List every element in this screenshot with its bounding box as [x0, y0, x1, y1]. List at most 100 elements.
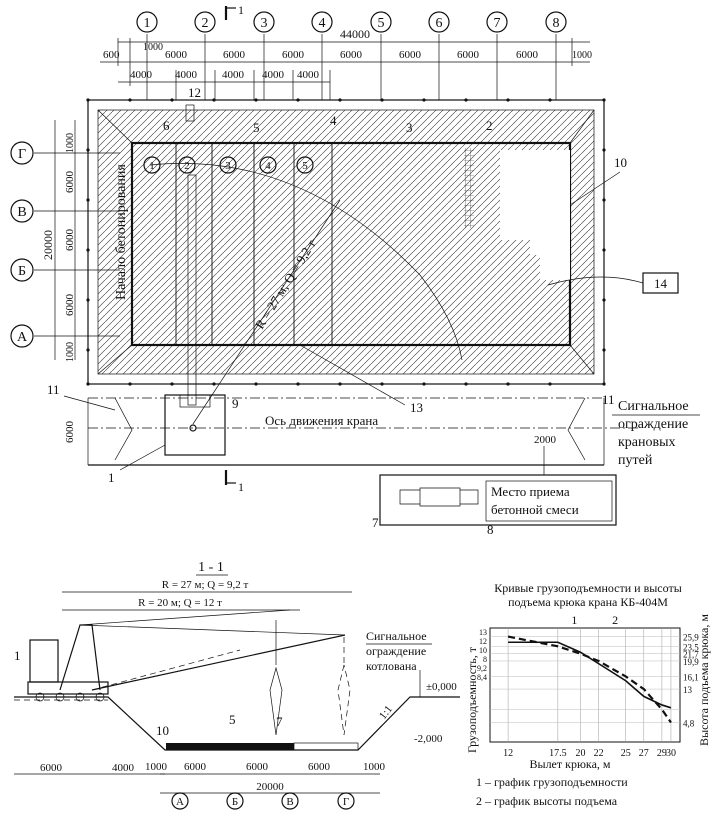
- level-top: ±0,000: [426, 681, 457, 693]
- section-dim-1000a: 1000: [145, 761, 168, 773]
- axis-A: А: [10, 324, 34, 348]
- svg-text:6000: 6000: [399, 49, 422, 61]
- crane-track: Ось движения крана 6000 2000: [64, 394, 640, 475]
- axis-3: 3: [253, 11, 275, 33]
- bottom-dim-2000: 2000: [534, 434, 557, 446]
- svg-text:4000: 4000: [130, 69, 153, 81]
- chart-ylabel-left: Грузоподъемность, т: [465, 646, 479, 753]
- svg-text:4000: 4000: [297, 69, 320, 81]
- legend-1: 1 – график грузоподъемности: [476, 775, 628, 789]
- chart-yl-tick: 8: [483, 655, 487, 664]
- chart-frame: [489, 627, 681, 743]
- svg-text:6000: 6000: [64, 294, 76, 317]
- bottom-dim-6000: 6000: [64, 421, 76, 444]
- svg-text:1: 1: [144, 16, 151, 31]
- svg-text:6: 6: [163, 118, 170, 133]
- chart-yl-tick: 12: [479, 637, 487, 646]
- section-dim-6000: 6000: [40, 762, 63, 774]
- axis-letters: Г В Б А 1000 6000 6000 6000 1000 20000: [10, 120, 120, 362]
- axis-5: 5: [370, 11, 392, 33]
- position-1: 1: [143, 156, 161, 174]
- axis-G: Г: [10, 141, 34, 165]
- section-view: 1 - 1 R = 27 м; Q = 9,2 т R = 20 м; Q = …: [14, 560, 460, 810]
- svg-text:Б: Б: [18, 264, 26, 279]
- chart-title-1: Кривые грузоподъемности и высоты: [494, 581, 682, 595]
- svg-text:6000: 6000: [516, 49, 539, 61]
- axis-7: 7: [486, 11, 508, 33]
- series-capacity-line: [508, 641, 672, 709]
- svg-text:Г: Г: [18, 147, 26, 162]
- chart-yl-tick: 13: [479, 628, 487, 637]
- svg-text:3: 3: [261, 16, 268, 31]
- plan-callouts: 1 2 3 4 5 6 7 8 9 10 11 11 12 13 14: [47, 85, 668, 537]
- signal-fence-label: Сигнальное ограждение крановых путей: [612, 399, 700, 468]
- svg-text:11: 11: [47, 382, 60, 397]
- svg-text:8: 8: [553, 16, 560, 31]
- svg-text:1000: 1000: [65, 342, 76, 362]
- section-dim-1000b: 1000: [363, 761, 386, 773]
- svg-text:10: 10: [614, 155, 627, 170]
- svg-text:В: В: [17, 205, 26, 220]
- axis-1: 1: [136, 11, 158, 33]
- svg-text:А: А: [17, 330, 28, 345]
- chart-x-tick: 29: [657, 748, 667, 759]
- svg-text:10: 10: [156, 723, 169, 738]
- svg-text:Г: Г: [343, 796, 349, 808]
- svg-text:1000: 1000: [65, 133, 76, 153]
- section-r20: R = 20 м; Q = 12 т: [138, 597, 222, 609]
- slope-label: 1:1: [377, 703, 395, 721]
- chart-yr-tick: 4,8: [683, 718, 695, 728]
- svg-text:2: 2: [486, 118, 493, 133]
- chart-title-2: подъема крюка крана КБ-404М: [508, 595, 668, 609]
- svg-text:14: 14: [654, 276, 668, 291]
- axis-V: В: [10, 199, 34, 223]
- svg-text:4000: 4000: [262, 69, 285, 81]
- chart-x-tick: 22: [594, 748, 604, 759]
- position-3: 3: [219, 156, 237, 174]
- section-dim-6000a: 6000: [184, 761, 207, 773]
- chart-yl-tick: 8,4: [477, 673, 487, 682]
- legend-2: 2 – график высоты подъема: [476, 794, 618, 808]
- axis-B: Б: [10, 258, 34, 282]
- section-dim-4000: 4000: [112, 762, 135, 774]
- svg-text:4: 4: [265, 160, 271, 172]
- axis-8: 8: [545, 11, 567, 33]
- chart-yr-tick: 23,5: [683, 642, 699, 652]
- section-title: 1 - 1: [198, 560, 224, 575]
- svg-text:2: 2: [202, 16, 209, 31]
- chart-yr-tick: 21,7: [683, 650, 699, 660]
- svg-text:3: 3: [225, 160, 231, 172]
- concrete-zones: [131, 104, 571, 346]
- svg-text:7: 7: [372, 515, 379, 530]
- svg-text:бетонной смеси: бетонной смеси: [491, 502, 579, 517]
- chart-ylabel-right: Высота подъема крюка, м: [697, 614, 711, 746]
- svg-text:4: 4: [319, 16, 326, 31]
- svg-text:6000: 6000: [340, 49, 363, 61]
- svg-text:6000: 6000: [64, 171, 76, 194]
- svg-text:3: 3: [406, 120, 413, 135]
- svg-text:13: 13: [410, 400, 423, 415]
- svg-text:В: В: [286, 796, 293, 808]
- chart-yl-tick: 9,2: [477, 664, 487, 673]
- svg-text:Место приема: Место приема: [491, 484, 570, 499]
- svg-text:1: 1: [238, 3, 244, 17]
- section-mark-bottom: 1: [224, 470, 244, 494]
- section-signal-3: котлована: [366, 659, 417, 673]
- position-4: 4: [259, 156, 277, 174]
- position-5: 5: [296, 156, 314, 174]
- section-signal-2: ограждение: [366, 644, 426, 658]
- svg-text:12: 12: [188, 85, 201, 100]
- svg-text:4: 4: [330, 113, 337, 128]
- svg-text:11: 11: [602, 392, 615, 407]
- svg-text:1000: 1000: [143, 42, 163, 53]
- series-height-line: [507, 635, 672, 724]
- section-axes: А Б В Г: [171, 792, 355, 810]
- crane-axis-label: Ось движения крана: [265, 413, 378, 428]
- position-2: 2: [178, 156, 196, 174]
- chart-x-tick: 30: [666, 748, 676, 759]
- section-dim-6000b: 6000: [246, 761, 269, 773]
- svg-text:Сигнальное: Сигнальное: [618, 399, 689, 414]
- series-label-1: 1: [571, 613, 577, 627]
